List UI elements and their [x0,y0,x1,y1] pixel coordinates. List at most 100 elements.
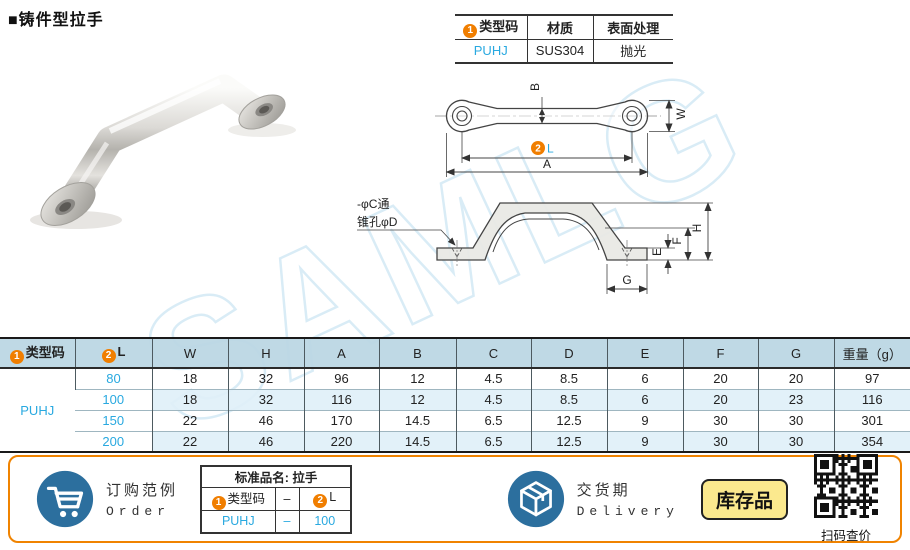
dim-label-G: G [622,273,631,287]
circled-2-icon [531,141,545,155]
spec-type-code-link[interactable]: PUHJ [473,43,508,59]
delivery-label-en: Delivery [576,504,679,519]
cell-G: 20 [757,367,834,389]
header-A: A [303,338,379,369]
cell-E: 6 [606,388,683,410]
cell-D: 8.5 [530,388,607,410]
cell-C: 4.5 [455,367,531,389]
cell-C: 6.5 [455,430,531,452]
dim-label-L: L [547,142,554,156]
header-C: C [455,338,531,369]
header-E: E [606,338,683,369]
qr-block: 扫码查价 [810,454,882,544]
qr-code [814,454,878,518]
cell-W: 22 [151,430,228,452]
order-table-title: 标准品名: 拉手 [200,465,352,488]
cell-W: 18 [151,367,228,389]
cell-B: 14.5 [378,430,456,452]
header-D: D [530,338,607,369]
cell-A: 220 [303,430,379,452]
spec-header-material: 材质 [526,15,593,40]
cell-H: 46 [227,430,304,452]
dim-label-B: B [528,83,542,91]
spec-finish-value: 抛光 [592,39,673,63]
order-example-label-en: Order [106,504,171,519]
cell-B: 12 [378,388,456,410]
circled-1-icon: 1 [9,350,24,364]
cell-B: 14.5 [378,409,456,431]
L-value-link[interactable]: 150 [75,409,152,431]
cell-W: 18 [151,388,228,410]
dim-label-W: W [674,108,688,120]
type-code-link[interactable]: PUHJ [20,402,55,418]
cart-icon [36,470,94,528]
table-row: 200 22 46 220 14.5 6.5 12.5 9 30 30 354 [0,430,910,452]
order-example-label-cn: 订购范例 [106,482,179,499]
spec-material-value: SUS304 [526,39,593,63]
cell-A: 170 [303,409,379,431]
dim-label-F: F [670,237,684,244]
cell-weight: 116 [833,388,910,410]
cell-D: 12.5 [530,430,607,452]
cell-F: 30 [682,430,758,452]
table-row: 150 22 46 170 14.5 6.5 12.5 9 30 30 301 [0,409,910,431]
svg-text:2: 2 [535,144,541,155]
cell-G: 23 [757,388,834,410]
L-value-link[interactable]: 80 [74,367,152,389]
header-G: G [757,338,834,369]
cell-C: 6.5 [455,409,531,431]
cell-F: 30 [682,409,758,431]
circled-2-icon: 2 [313,494,328,508]
cell-C: 4.5 [455,388,531,410]
cell-H: 32 [227,367,304,389]
circled-2-icon: 2 [101,348,116,363]
L-value-link[interactable]: 200 [75,430,152,452]
header-weight: 重量（g） [833,338,910,369]
cell-A: 116 [303,388,379,410]
cell-G: 30 [757,409,834,431]
order-value-type: PUHJ [200,510,276,533]
top-view-drawing: B W 2 L A [435,83,688,177]
header-B: B [378,338,456,369]
hole-note-line2: 锥孔φD [357,215,398,229]
cell-W: 22 [151,409,228,431]
spec-header-finish: 表面处理 [592,15,673,40]
cell-D: 12.5 [530,409,607,431]
cell-F: 20 [682,388,758,410]
order-dash: – [274,487,300,511]
circled-1-icon: 1 [211,496,226,510]
dim-label-A: A [543,157,551,171]
cell-weight: 301 [833,409,910,431]
stock-badge: 库存品 [700,478,788,520]
table-row: PUHJ 80 18 32 96 12 4.5 8.5 6 20 20 97 [0,367,910,418]
cell-E: 9 [606,430,683,452]
delivery-box-icon [507,470,564,528]
page-title: ■铸件型拉手 [8,12,104,29]
order-value-L: 100 [298,510,352,533]
cell-F: 20 [682,367,758,389]
header-W: W [151,338,228,369]
delivery-label-cn: 交货期 [576,482,631,499]
dim-label-H: H [690,224,704,233]
cell-H: 46 [227,409,304,431]
cell-B: 12 [378,367,456,389]
cell-weight: 97 [833,367,910,389]
cell-weight: 354 [833,430,910,452]
header-F: F [682,338,758,369]
order-value-dash: – [274,510,300,533]
side-view-drawing: -φC通 锥孔φD H F E G [357,197,713,294]
L-value-link[interactable]: 100 [75,388,152,410]
cell-A: 96 [303,367,379,389]
cell-E: 6 [606,367,683,389]
circled-1-icon: 1 [463,24,478,39]
table-row: 100 18 32 116 12 4.5 8.5 6 20 23 116 [0,388,910,410]
